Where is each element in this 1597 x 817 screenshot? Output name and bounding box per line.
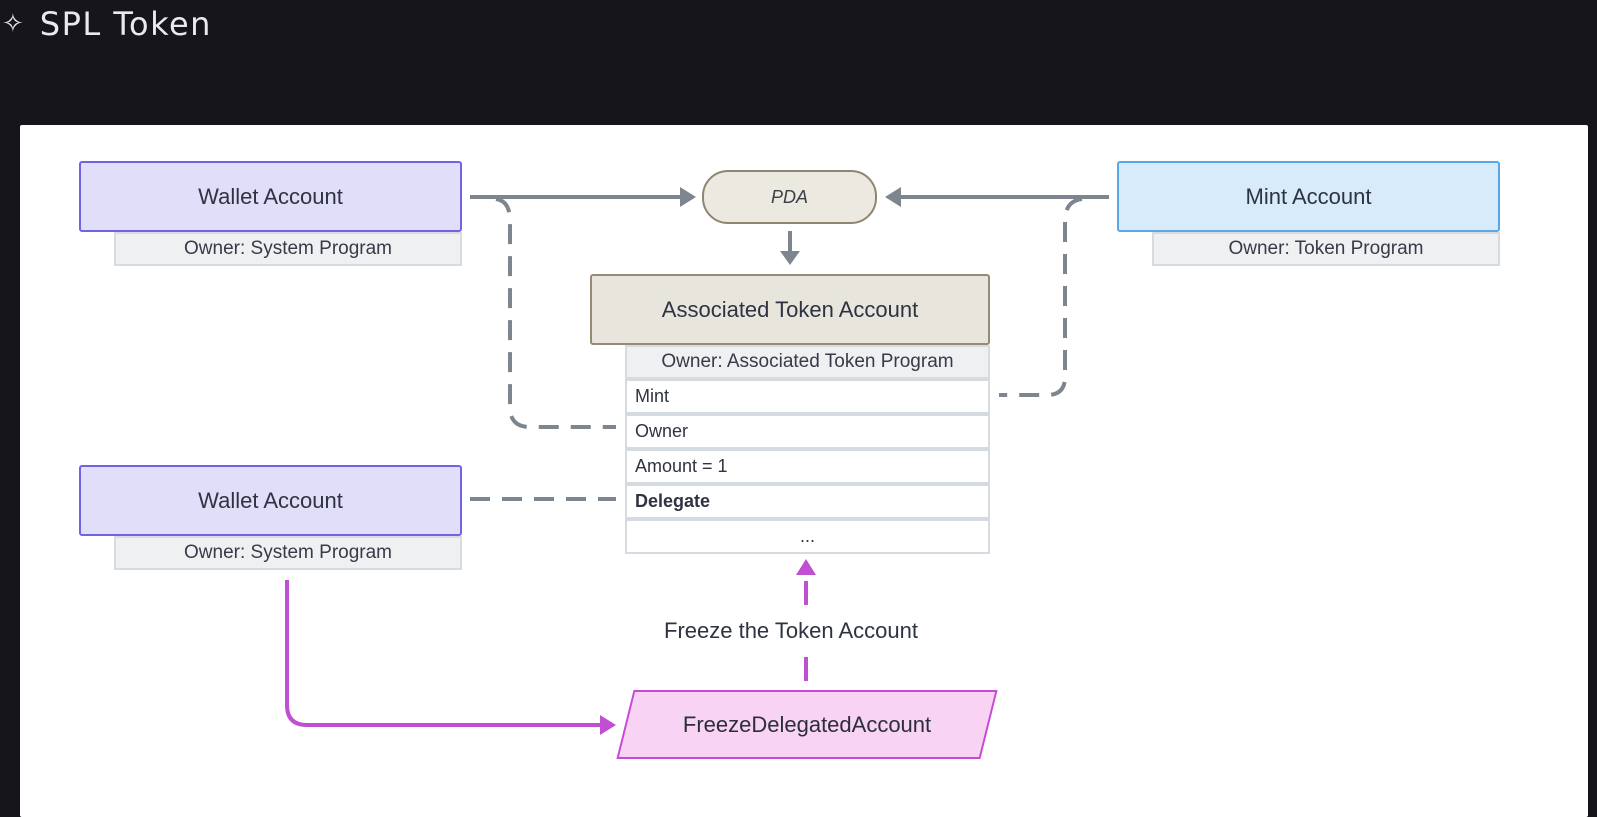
wallet-to-instruction-arrow: [285, 580, 602, 727]
mint-field-dashed-link: [999, 197, 1083, 397]
mint-owner-label: Owner: Token Program: [1152, 232, 1500, 266]
field-text: Delegate: [635, 491, 711, 511]
ata-owner-label: Owner: Associated Token Program: [625, 345, 990, 379]
ata-label: Associated Token Account: [661, 296, 919, 322]
field-text: Owner: [635, 421, 689, 441]
wallet-to-pda-arrowhead: [680, 187, 696, 207]
freeze-delegated-account-instruction[interactable]: FreezeDelegatedAccount: [616, 690, 998, 759]
ata-field-more: ...: [625, 519, 990, 554]
instruction-label: FreezeDelegatedAccount: [682, 711, 932, 737]
field-text: Mint: [635, 386, 670, 406]
mint-account-label: Mint Account: [1245, 183, 1372, 209]
owner-text: Owner: Token Program: [1228, 238, 1424, 259]
slide-title: SPL Token: [39, 5, 212, 43]
freeze-edge-label: Freeze the Token Account: [660, 618, 922, 644]
wallet-account-node-bottom[interactable]: Wallet Account: [79, 465, 462, 536]
ata-field-amount: Amount = 1: [625, 449, 990, 484]
wallet-account-node-top[interactable]: Wallet Account: [79, 161, 462, 232]
owner-text: Owner: System Program: [184, 238, 392, 259]
field-text: ...: [799, 526, 815, 546]
sparkle-icon: ✧: [2, 9, 24, 39]
mint-account-node[interactable]: Mint Account: [1117, 161, 1500, 232]
diagram-canvas: Wallet Account Owner: System Program PDA…: [20, 125, 1588, 817]
wallet-account-label: Wallet Account: [198, 183, 343, 209]
owner-text: Owner: Associated Token Program: [661, 351, 954, 372]
wallet-owner-label-bottom: Owner: System Program: [114, 536, 462, 570]
wallet-owner-label-top: Owner: System Program: [114, 232, 462, 266]
wallet-to-instruction-arrowhead: [600, 715, 616, 735]
pda-to-ata-arrowhead: [780, 251, 800, 265]
mint-to-pda-arrowhead: [885, 187, 901, 207]
ata-field-mint: Mint: [625, 379, 990, 414]
title-bar: ✧ SPL Token: [0, 0, 212, 48]
wallet-account-label: Wallet Account: [198, 487, 343, 513]
wallet-owner-dashed-link: [495, 197, 616, 429]
ata-field-delegate: Delegate: [625, 484, 990, 519]
associated-token-account-node[interactable]: Associated Token Account: [590, 274, 990, 345]
ata-field-owner: Owner: [625, 414, 990, 449]
field-text: Amount = 1: [635, 456, 728, 476]
pda-node[interactable]: PDA: [702, 170, 877, 224]
pda-label: PDA: [770, 186, 808, 207]
instruction-to-ata-arrowhead: [796, 559, 816, 575]
owner-text: Owner: System Program: [184, 542, 392, 563]
